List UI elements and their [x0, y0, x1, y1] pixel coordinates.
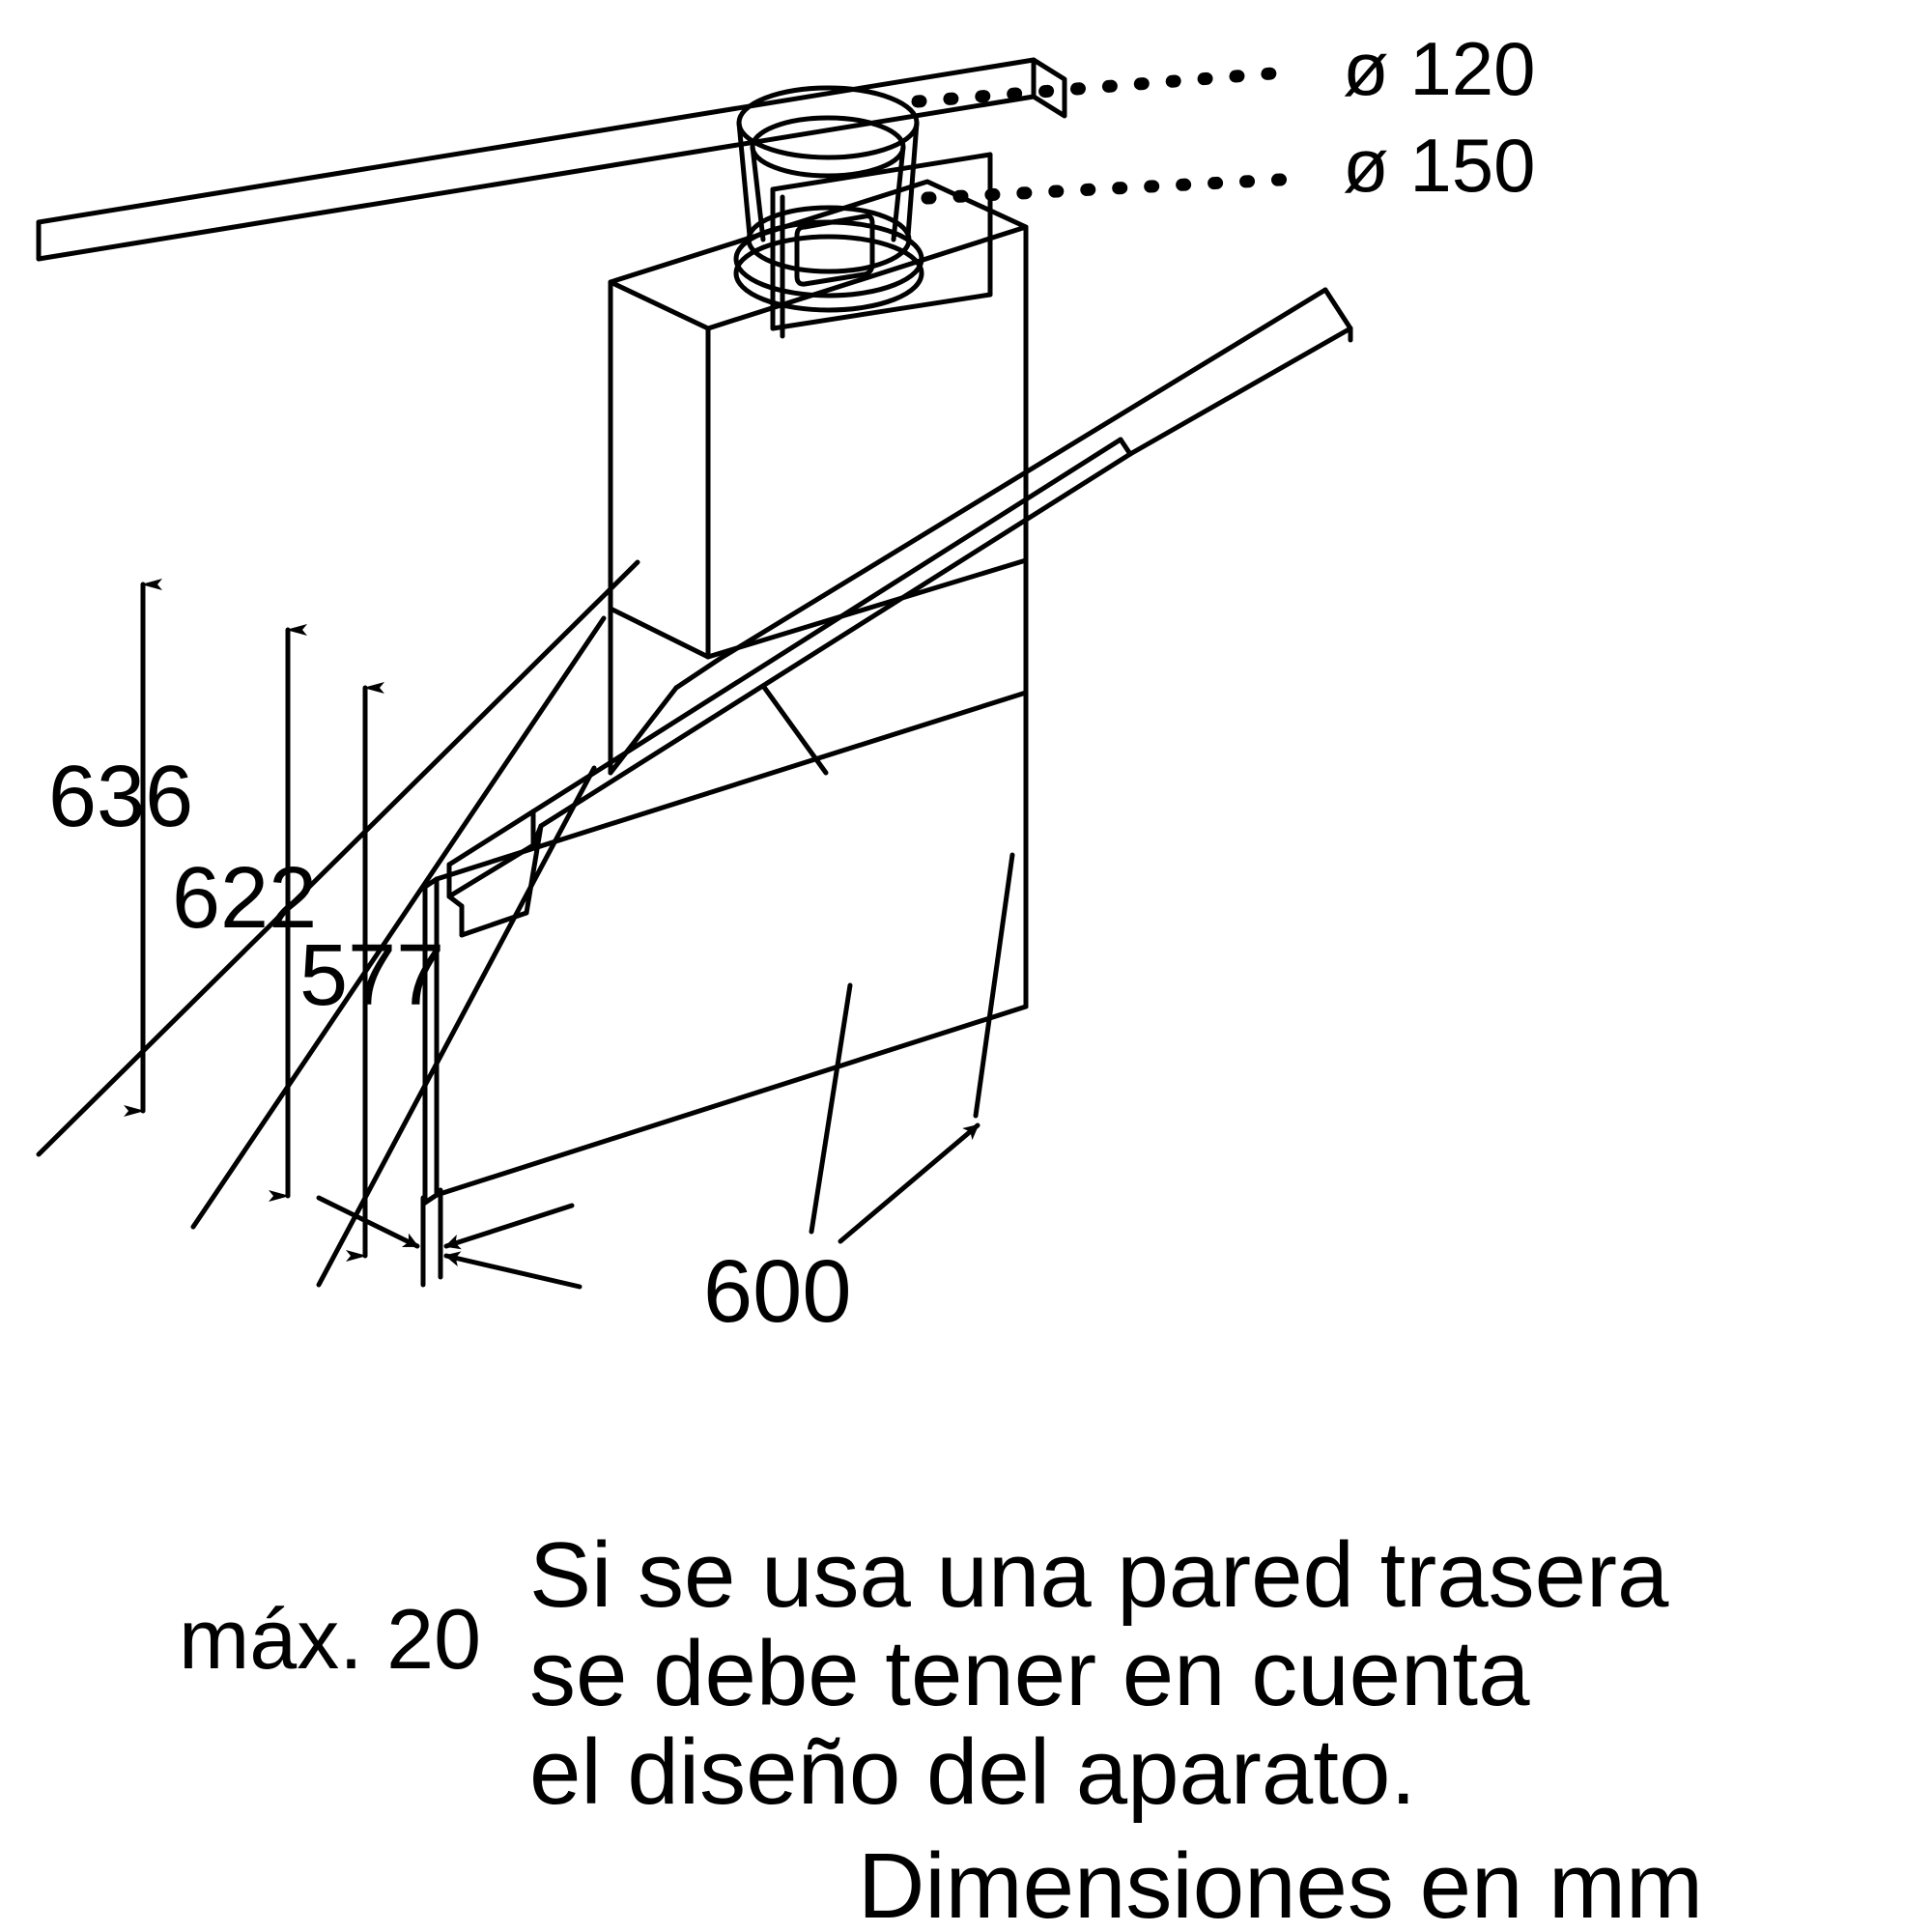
note-line-3: el diseño del aparato. — [529, 1720, 1416, 1824]
dimension-line-max20 — [316, 1187, 582, 1290]
dimension-label-622: 622 — [172, 850, 317, 947]
dimension-label-636: 636 — [48, 749, 193, 845]
dimension-line-622 — [190, 615, 607, 1230]
duct-leader-lines — [911, 66, 1306, 205]
footer-units-note: Dimensiones en mm — [858, 1834, 1703, 1932]
dimension-line-577 — [316, 682, 597, 1288]
dimension-label-577: 577 — [299, 927, 444, 1024]
hood-body-transition — [608, 606, 679, 776]
bracket-keyhole-slot — [794, 213, 875, 287]
hood-geometry-group — [36, 57, 1353, 1290]
dimension-label-max20: máx. 20 — [179, 1591, 481, 1687]
note-line-2: se debe tener en cuenta — [529, 1622, 1530, 1725]
rear-wall-panel — [422, 557, 1029, 1206]
duct-label-120: ø 120 — [1343, 26, 1535, 111]
dimension-line-636 — [36, 559, 640, 1157]
wall-bracket-plate — [770, 152, 993, 339]
duct-label-150: ø 150 — [1343, 123, 1535, 208]
dimension-label-600: 600 — [703, 1242, 852, 1341]
dimension-line-600 — [809, 852, 1015, 1244]
duct-adapter — [733, 85, 924, 313]
note-line-1: Si se usa una pared trasera — [529, 1523, 1669, 1627]
chimney-box — [608, 179, 1029, 660]
